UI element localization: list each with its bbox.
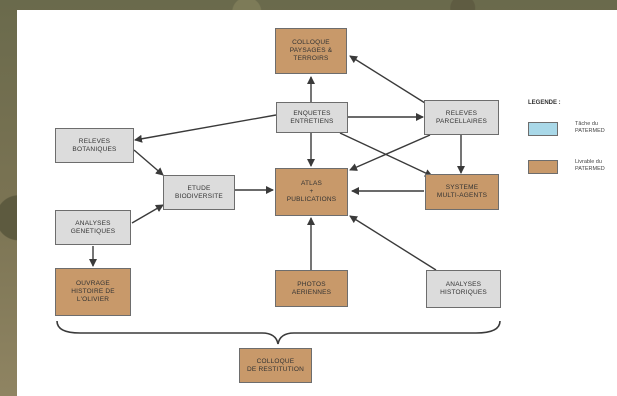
- legend-label-deliverable: Livrable du PATERMED: [575, 159, 605, 172]
- box-analyses-genetiques: ANALYSES GENETIQUES: [55, 210, 131, 245]
- restitution-brace: [56, 320, 501, 345]
- box-releves-parcellaires: RELEVES PARCELLAIRES: [424, 100, 499, 135]
- box-colloque-restitution: COLLOQUE DE RESTITUTION: [239, 348, 312, 383]
- arrow-genetiques-to-biodiversite: [131, 204, 164, 224]
- box-colloque-paysages-terroirs: COLLOQUE PAYSAGES & TERROIRS: [275, 28, 347, 74]
- box-ouvrage-histoire-olivier: OUVRAGE HISTOIRE DE L'OLIVIER: [55, 268, 131, 316]
- legend-title: LEGENDE :: [528, 100, 561, 106]
- arrow-releves-botaniques-to-biodiversite: [133, 149, 164, 176]
- arrow-enquetes-to-releves-botaniques: [134, 114, 277, 143]
- box-atlas-publications: ATLAS + PUBLICATIONS: [275, 168, 348, 216]
- box-etude-biodiversite: ETUDE BIODIVERSITE: [163, 175, 235, 210]
- arrow-historiques-to-atlas: [349, 215, 437, 271]
- legend-label-task: Tâche du PATERMED: [575, 121, 605, 134]
- legend-swatch-deliverable: [528, 160, 558, 174]
- legend-swatch-task: [528, 122, 558, 136]
- box-releves-botaniques: RELEVES BOTANIQUES: [55, 128, 134, 163]
- arrow-releves-parcellaires-to-atlas: [349, 134, 431, 171]
- arrow-releves-parcellaires-to-colloque: [349, 55, 426, 104]
- box-enquetes-entretiens: ENQUETES ENTRETIENS: [276, 102, 348, 133]
- box-photos-aeriennes: PHOTOS AERIENNES: [275, 270, 348, 307]
- box-analyses-historiques: ANALYSES HISTORIQUES: [426, 270, 501, 308]
- box-systeme-multi-agents: SYSTEME MULTI-AGENTS: [425, 174, 499, 210]
